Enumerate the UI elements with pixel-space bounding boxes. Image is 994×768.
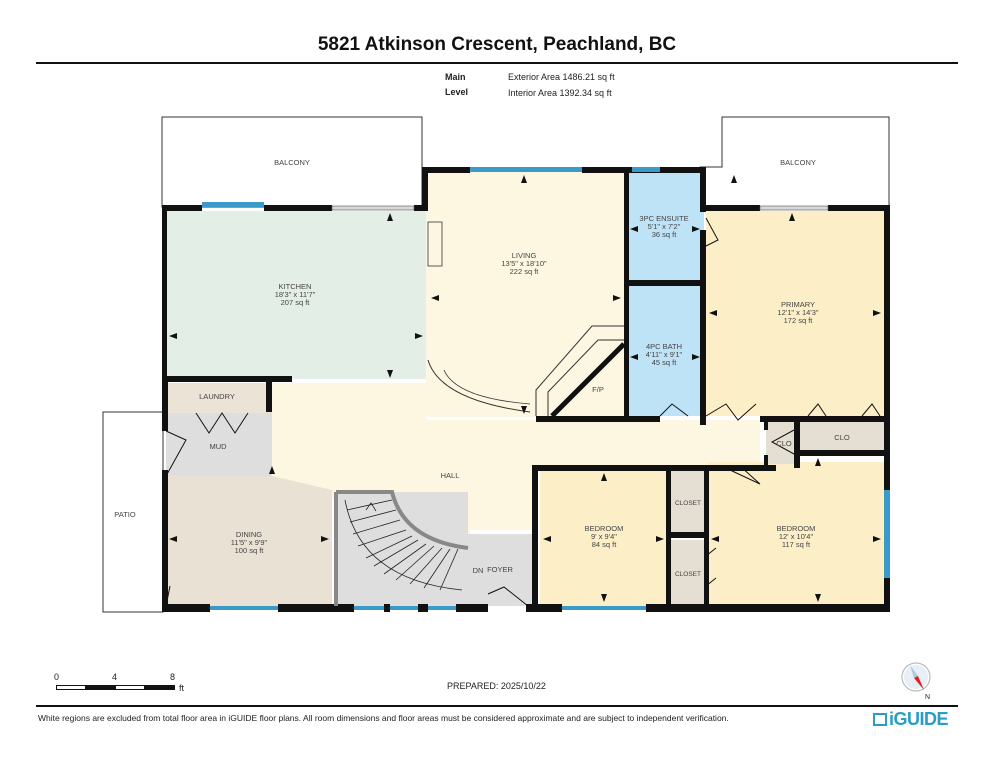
scale-tick-4: 4 [112,672,118,682]
ensuite-dims: 5'1" x 7'2" [648,222,681,231]
bath-area-text: 45 sq ft [652,358,678,367]
ensuite-name: 3PC ENSUITE [639,214,688,223]
header-divider [36,62,958,64]
iguide-logo-icon [873,713,887,726]
bedroom1-dims: 9' x 9'4" [591,532,617,541]
bath-dims: 4'11" x 9'1" [646,350,683,359]
bedroom2-area [708,462,884,606]
fireplace-hearth [427,221,443,267]
closet1-label: CLOSET [675,500,701,507]
primary-dims: 12'1" x 14'3" [777,308,818,317]
clo2-label: CLO [834,433,850,442]
bedroom2-area-text: 117 sq ft [782,540,811,549]
mud-label: MUD [209,442,227,451]
fireplace-outline [535,325,624,416]
page-title: 5821 Atkinson Crescent, Peachland, BC [317,34,677,55]
balcony-left-label: BALCONY [274,158,310,167]
kitchen-area-text: 207 sq ft [281,298,311,307]
bedroom2-dims: 12' x 10'4" [779,532,814,541]
foyer-area [468,534,534,606]
primary-area [706,211,884,416]
closet2-area [670,540,706,606]
scale-bar: 0 4 8 ft [52,672,202,696]
stair-wall [334,490,469,606]
hall-label: HALL [441,471,460,480]
kitchen-name: KITCHEN [279,282,312,291]
hall-area [272,383,760,548]
sliding-doors [331,205,829,211]
walls [162,167,890,612]
windows [202,167,890,610]
exterior-area: Exterior Area 1486.21 sq ft [508,72,615,82]
bedroom1-area-text: 84 sq ft [592,540,618,549]
kitchen-dims: 18'3" x 11'7" [275,290,316,299]
bedroom2-name: BEDROOM [777,524,816,533]
bedroom1-area [540,470,668,606]
scale-tick-0: 0 [54,672,60,682]
living-name: LIVING [512,251,537,260]
compass-north-label: N [925,694,930,700]
living-area [426,172,626,417]
ensuite-area-text: 36 sq ft [652,230,678,239]
curved-wall [427,359,531,413]
closet1-area [670,470,706,536]
kitchen-area [166,211,426,379]
clo1-label: CLO [776,439,792,448]
interior-area: Interior Area 1392.34 sq ft [508,88,612,98]
dining-area [166,476,332,606]
staircase [344,499,463,591]
stairs-dn-label: DN [473,566,484,575]
laundry-label: LAUNDRY [199,392,235,401]
brand-name: iGUIDE [889,709,949,729]
primary-area-text: 172 sq ft [784,316,814,325]
closet2-label: CLOSET [675,571,701,578]
laundry-area [166,383,272,413]
primary-name: PRIMARY [781,300,815,309]
dining-name: DINING [236,530,262,539]
scale-unit: ft [179,683,185,693]
bedroom1-name: BEDROOM [585,524,624,533]
fp-label: F/P [592,385,604,394]
bath-name: 4PC BATH [646,342,682,351]
brand-logo: iGUIDE [873,709,949,730]
level-label: Main Level [445,72,469,97]
compass-icon: N [901,662,931,700]
balcony-right-label: BALCONY [780,158,816,167]
living-dims: 13'5" x 18'10" [501,259,547,268]
clo2-area [800,422,884,452]
dining-dims: 11'5" x 9'9" [231,538,268,547]
fireplace-wall [550,342,626,418]
doors [165,217,881,607]
dining-area-text: 100 sq ft [235,546,265,555]
scale-tick-8: 8 [170,672,176,682]
dimension-ticks [169,175,881,602]
foyer-label: FOYER [487,565,513,574]
balcony-left [161,116,423,208]
ensuite-area [628,172,704,280]
prepared-date: PREPARED: 2025/10/22 [447,681,546,691]
footer-divider [36,705,958,707]
disclaimer: White regions are excluded from total fl… [38,713,729,723]
bath-area [628,286,702,416]
clo1-area [766,422,794,464]
living-area-text: 222 sq ft [510,267,540,276]
patio-label: PATIO [114,510,136,519]
